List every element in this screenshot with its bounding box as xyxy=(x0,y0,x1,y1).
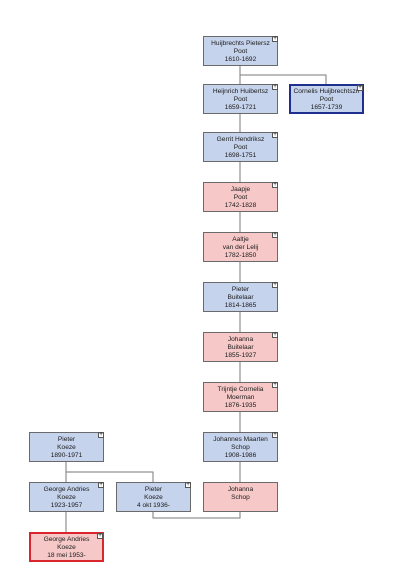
expand-icon[interactable]: + xyxy=(272,331,278,338)
person-dates: 1698-1751 xyxy=(224,152,257,159)
expand-icon[interactable]: + xyxy=(272,231,278,238)
expand-icon[interactable]: + xyxy=(272,281,278,288)
person-surname: Poot xyxy=(233,144,248,151)
person-dates: 1890-1971 xyxy=(50,452,83,459)
person-dates: 4 okt 1936- xyxy=(137,502,170,509)
expand-icon[interactable]: + xyxy=(272,431,278,438)
person-dates: 1742-1828 xyxy=(224,202,257,209)
person-surname: Koeze xyxy=(57,494,76,501)
person-surname: van der Lelij xyxy=(222,244,259,251)
person-dates: 1814-1865 xyxy=(224,302,257,309)
person-surname: Koeze xyxy=(57,444,76,451)
person-surname: Poot xyxy=(233,96,248,103)
connector-line xyxy=(152,512,241,519)
person-dates: 1876-1935 xyxy=(224,402,257,409)
person-name: Pieter xyxy=(57,436,76,443)
person-surname: Koeze xyxy=(57,544,76,551)
person-name: Heijnrich Huibertsz xyxy=(212,88,269,95)
person-surname: Poot xyxy=(233,48,248,55)
person-card-pieter-buitelaar[interactable]: Pieter Buitelaar 1814-1865 + xyxy=(203,282,278,312)
person-card-gerrit-poot[interactable]: Gerrit Hendriksz Poot 1698-1751 + xyxy=(203,132,278,162)
person-name: Cornelis Huijbrechtszn xyxy=(293,88,360,95)
expand-icon[interactable]: + xyxy=(357,84,363,91)
connector-line xyxy=(66,471,154,482)
person-card-pieter-koeze[interactable]: Pieter Koeze 1890-1971 + xyxy=(29,432,104,462)
person-name: Johanna xyxy=(227,486,254,493)
person-dates: 18 mei 1953- xyxy=(47,552,86,559)
expand-icon[interactable]: + xyxy=(272,181,278,188)
expand-icon[interactable]: + xyxy=(185,481,191,488)
person-dates: 1923-1957 xyxy=(50,502,83,509)
person-name: George Andries xyxy=(43,536,90,543)
person-name: Huijbrechts Pietersz xyxy=(211,40,270,47)
person-surname: Koeze xyxy=(144,494,163,501)
person-name: Aaltje xyxy=(232,236,249,243)
person-name: Pieter xyxy=(231,286,250,293)
person-card-huijbrechts-poot[interactable]: Huijbrechts Pietersz Poot 1610-1692 + xyxy=(203,36,278,66)
person-card-johanna-schop[interactable]: Johanna Schop xyxy=(203,482,278,512)
person-name: Jaapje xyxy=(230,186,251,193)
person-surname: Buitelaar xyxy=(227,344,254,351)
person-name: Johanna xyxy=(227,336,254,343)
person-surname: Schop xyxy=(231,494,250,501)
expand-icon[interactable]: + xyxy=(272,35,278,42)
person-surname: Poot xyxy=(233,194,248,201)
person-name: Johannes Maarten xyxy=(213,436,268,443)
person-card-george-andries-koeze-1953[interactable]: George Andries Koeze 18 mei 1953- + xyxy=(29,532,104,562)
person-card-pieter-koeze-1936[interactable]: Pieter Koeze 4 okt 1936- + xyxy=(116,482,191,512)
person-name: Pieter xyxy=(144,486,163,493)
person-name: George Andries xyxy=(43,486,90,493)
person-surname: Moerman xyxy=(226,394,255,401)
person-card-johanna-buitelaar[interactable]: Johanna Buitelaar 1855-1927 + xyxy=(203,332,278,362)
person-dates: 1908-1986 xyxy=(224,452,257,459)
expand-icon[interactable]: + xyxy=(272,131,278,138)
person-dates: 1659-1721 xyxy=(224,104,257,111)
person-dates: 1782-1850 xyxy=(224,252,257,259)
person-surname: Schop xyxy=(231,444,250,451)
expand-icon[interactable]: + xyxy=(272,381,278,388)
expand-icon[interactable]: + xyxy=(98,431,104,438)
person-surname: Buitelaar xyxy=(227,294,254,301)
person-card-heijnrich-poot[interactable]: Heijnrich Huibertsz Poot 1659-1721 + xyxy=(203,84,278,114)
person-name: Gerrit Hendriksz xyxy=(216,136,265,143)
person-card-george-andries-koeze[interactable]: George Andries Koeze 1923-1957 + xyxy=(29,482,104,512)
person-card-johannes-schop[interactable]: Johannes Maarten Schop 1908-1986 + xyxy=(203,432,278,462)
expand-icon[interactable]: + xyxy=(272,83,278,90)
person-surname: Poot xyxy=(319,96,334,103)
connector-line xyxy=(240,74,327,84)
person-card-cornelis-poot[interactable]: Cornelis Huijbrechtszn Poot 1657-1739 + xyxy=(289,84,364,114)
person-dates: 1657-1739 xyxy=(310,104,343,111)
person-dates: 1855-1927 xyxy=(224,352,257,359)
person-dates: 1610-1692 xyxy=(224,56,257,63)
expand-icon[interactable]: + xyxy=(98,481,104,488)
person-name: Trijntje Cornelia xyxy=(217,386,264,393)
person-card-trijntje-moerman[interactable]: Trijntje Cornelia Moerman 1876-1935 + xyxy=(203,382,278,412)
expand-icon[interactable]: + xyxy=(97,532,103,539)
person-card-aaltje-van-der-lelij[interactable]: Aaltje van der Lelij 1782-1850 + xyxy=(203,232,278,262)
person-card-jaapje-poot[interactable]: Jaapje Poot 1742-1828 + xyxy=(203,182,278,212)
